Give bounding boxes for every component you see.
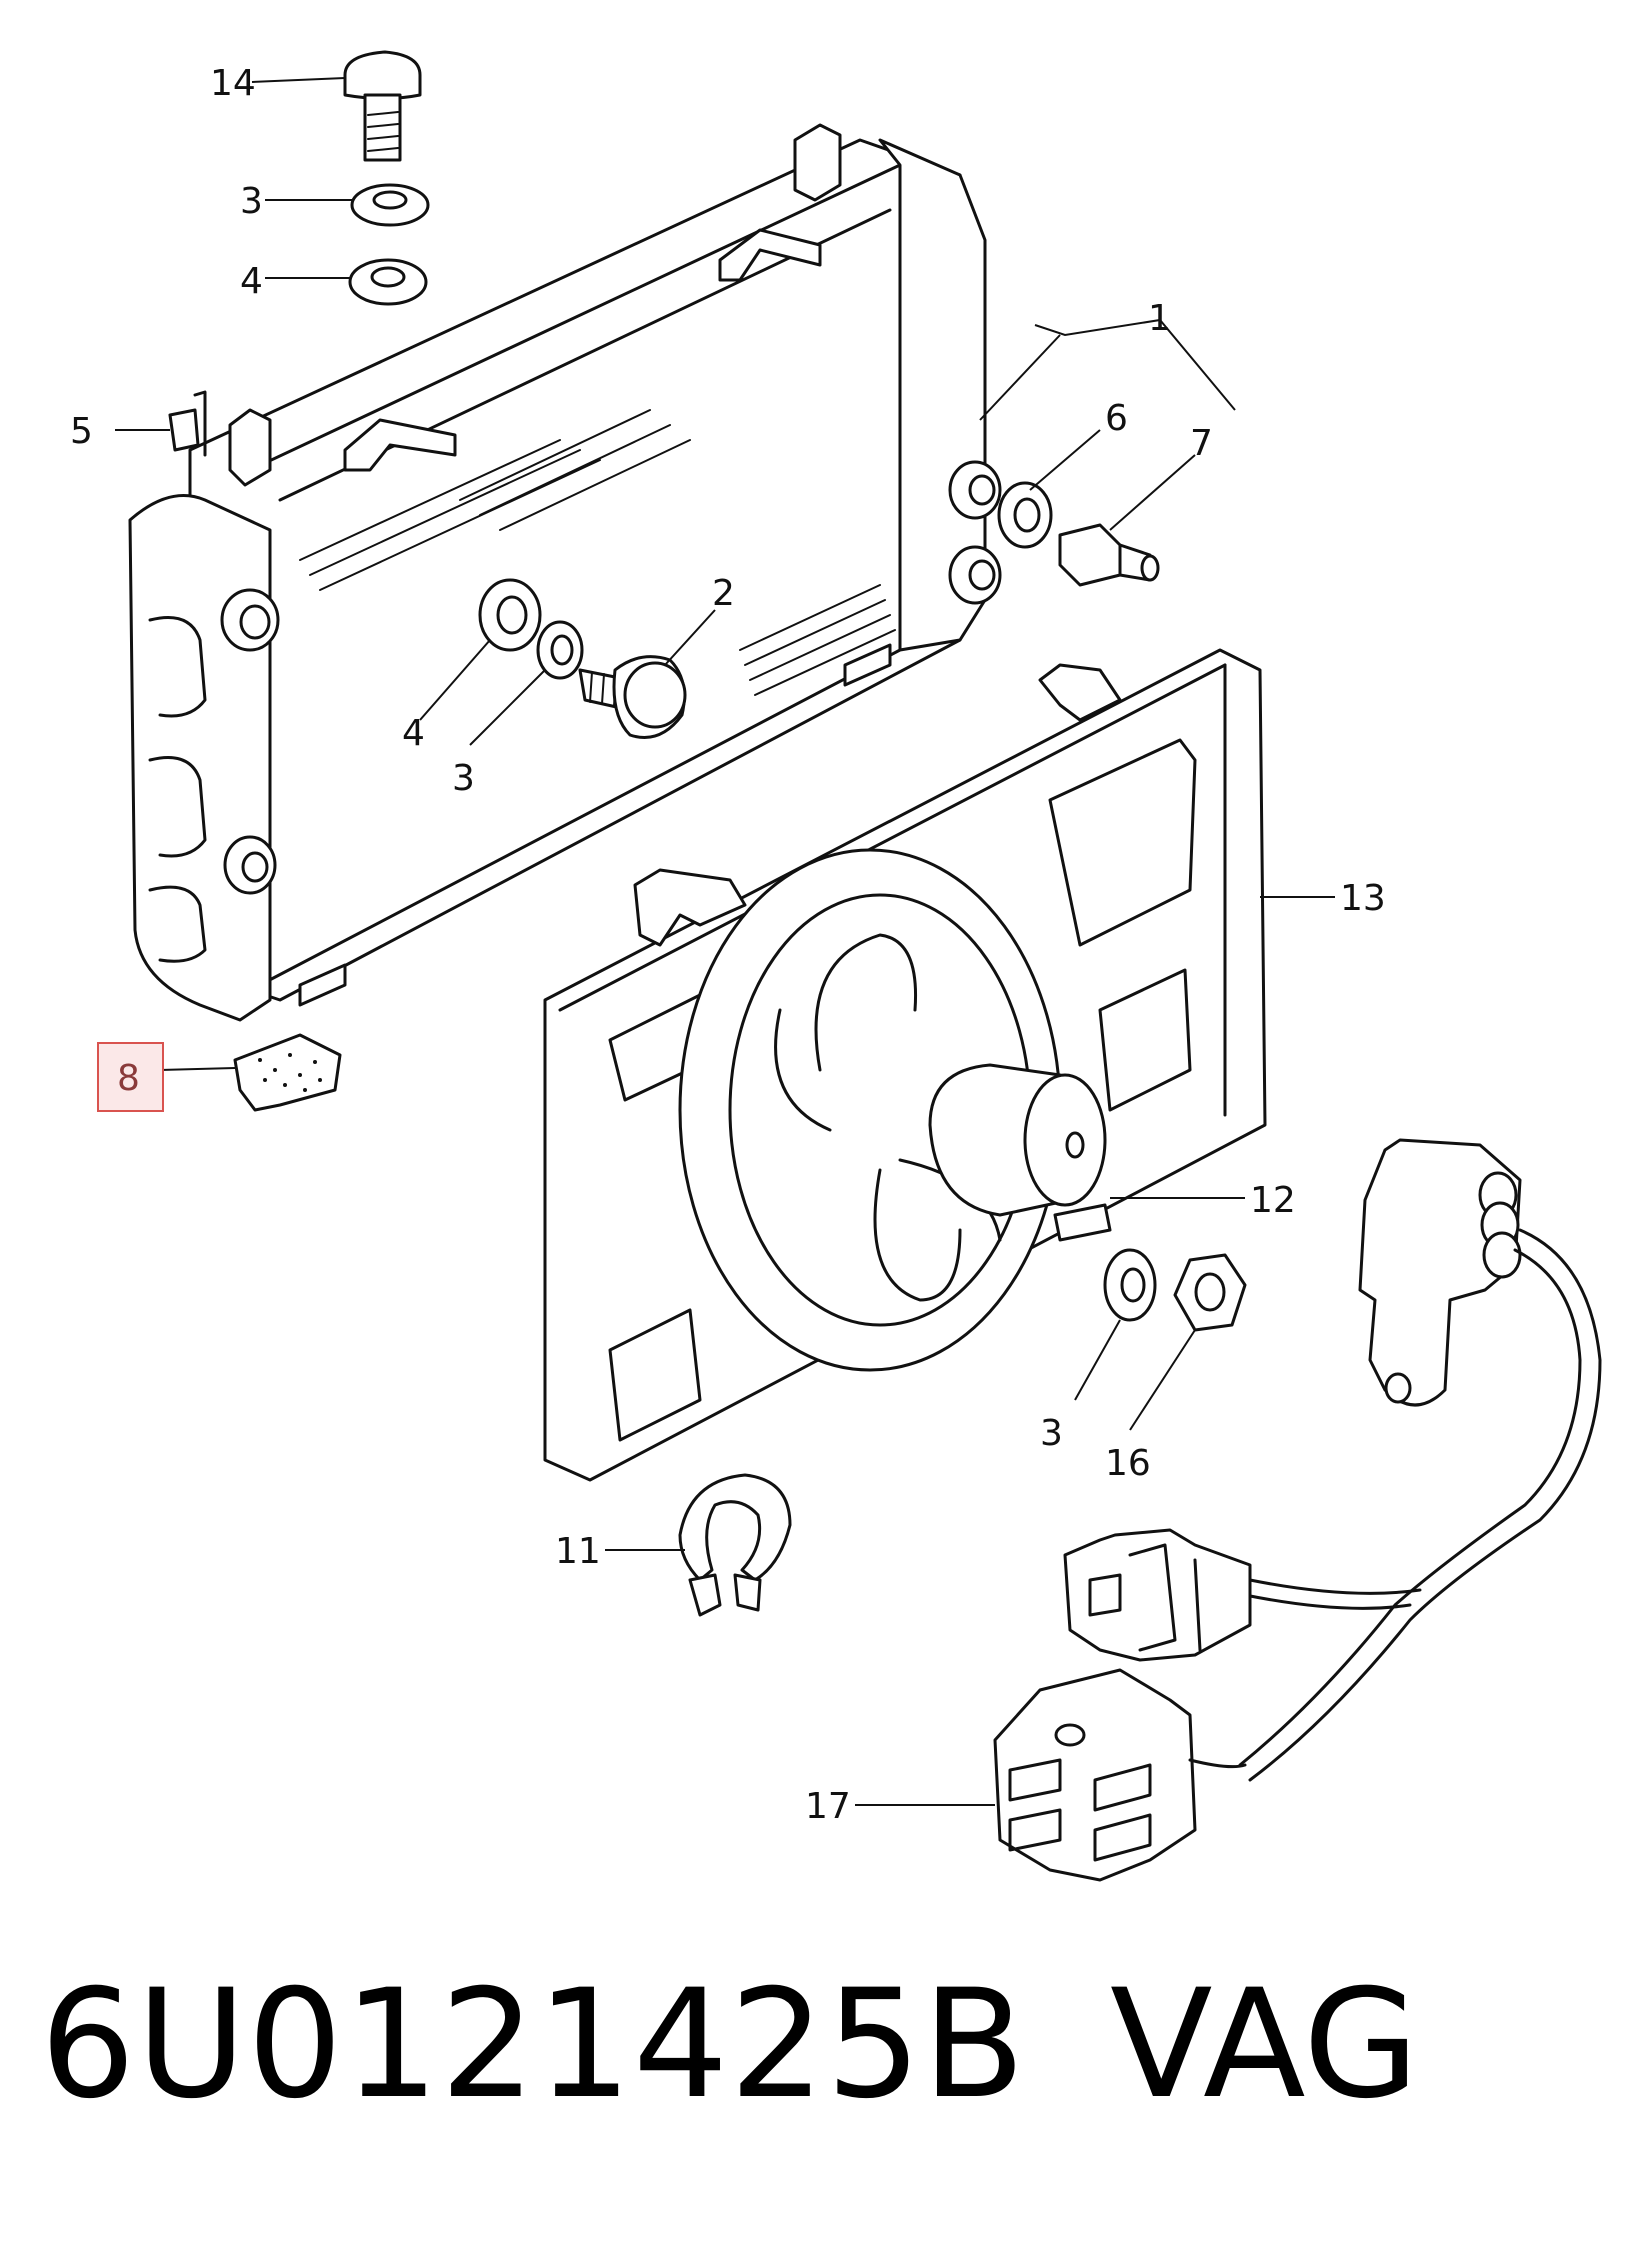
- callout-3-mid: 3: [452, 758, 475, 799]
- washer-4-mid: [478, 578, 542, 652]
- callout-14: 14: [210, 63, 256, 104]
- fan-motor-12: [928, 1063, 1112, 1242]
- callout-4-top: 4: [240, 261, 263, 302]
- rubber-pad-8: [233, 1033, 342, 1112]
- callout-17: 17: [805, 1786, 851, 1827]
- wiring-harness-17: [993, 1138, 1602, 1882]
- brand-name: VAG: [1110, 1958, 1420, 2132]
- callout-2: 2: [712, 573, 735, 614]
- spring-washer-3-top: [350, 183, 430, 227]
- washer-6: [997, 481, 1053, 549]
- callout-13: 13: [1340, 878, 1386, 919]
- callout-3-top: 3: [240, 181, 263, 222]
- washer-4-top: [348, 258, 428, 306]
- spring-washer-3-mid: [536, 620, 584, 680]
- callout-6: 6: [1105, 398, 1128, 439]
- bolt-14: [343, 50, 422, 162]
- washer-3-bottom: [1103, 1248, 1157, 1322]
- callouts: 14 3 4 1 5 6 7 2 4 3 13 8 12 3 16 11 17: [70, 63, 1386, 1827]
- callout-5: 5: [70, 411, 93, 452]
- callout-4-mid: 4: [402, 713, 425, 754]
- callout-8-highlight: [97, 1042, 164, 1112]
- leader-lines: [115, 77, 1335, 1806]
- radiator: [128, 123, 1002, 1022]
- callout-1: 1: [1148, 298, 1171, 339]
- bolt-2: [578, 655, 687, 739]
- callout-3-bottom: 3: [1040, 1413, 1063, 1454]
- callout-16: 16: [1105, 1443, 1151, 1484]
- callout-8: 8: [117, 1058, 140, 1099]
- hose-clamp-11: [678, 1473, 792, 1617]
- callout-7: 7: [1190, 423, 1213, 464]
- callout-11: 11: [555, 1531, 601, 1572]
- clip-5: [168, 390, 207, 457]
- callout-12: 12: [1250, 1180, 1296, 1221]
- nut-16: [1173, 1253, 1247, 1332]
- temp-switch-7: [1058, 523, 1160, 587]
- part-number: 6U0121425B: [40, 1958, 1027, 2132]
